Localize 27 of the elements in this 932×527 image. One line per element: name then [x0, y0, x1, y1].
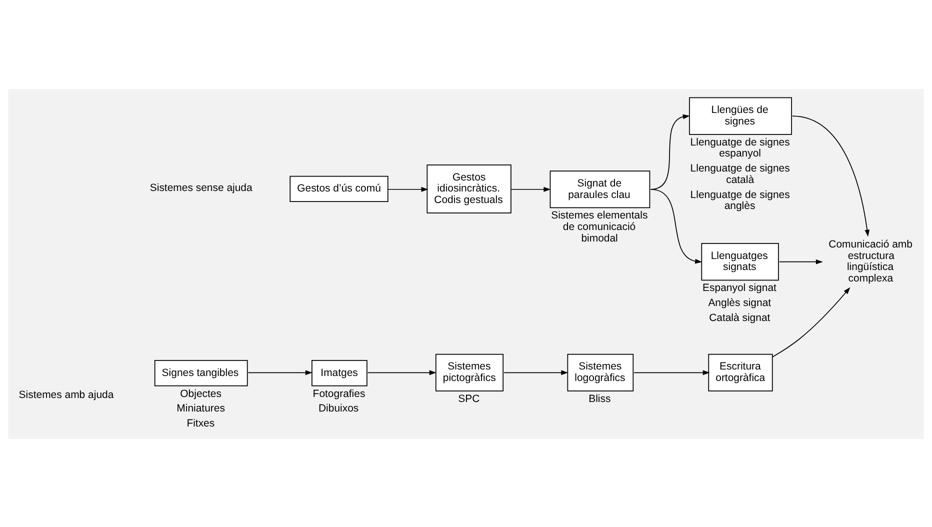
- arrow: [248, 370, 312, 375]
- arrow: [778, 258, 823, 264]
- label: Sistemes amb ajuda: [18, 390, 114, 401]
- arrow: [367, 370, 436, 375]
- arrow: [388, 186, 428, 192]
- node-label: Fitxes: [186, 418, 215, 429]
- label: Sistemes sense ajuda: [150, 182, 252, 194]
- arrow: [772, 286, 850, 357]
- node-label: Espanyol signat: [702, 282, 776, 294]
- node-label: Llenguatge de signes català: [690, 163, 790, 186]
- node-label: Objectes: [180, 388, 222, 400]
- node-label: Llenguatge de signes anglès: [690, 189, 790, 212]
- arrow: [510, 186, 551, 192]
- arrow: [634, 370, 710, 375]
- arrow: [504, 370, 568, 375]
- node-label: Anglès signat: [708, 297, 772, 308]
- node-text: Comunicació amb estructura lingüística complexa: [828, 239, 912, 284]
- node-label: SPC: [458, 393, 480, 404]
- node-label: Llenguatge de signes espanyol: [690, 136, 790, 160]
- node-label: Bliss: [588, 393, 611, 404]
- node-label: Dibuixos: [318, 403, 359, 414]
- node-label: Fotografies: [312, 388, 366, 400]
- node-label: Català signat: [709, 312, 770, 324]
- node-label: Sistemes elementals de comunicació bimodal: [551, 210, 648, 244]
- node-label: Miniatures: [176, 403, 225, 414]
- arrow: [792, 115, 870, 236]
- arrow: [650, 188, 702, 264]
